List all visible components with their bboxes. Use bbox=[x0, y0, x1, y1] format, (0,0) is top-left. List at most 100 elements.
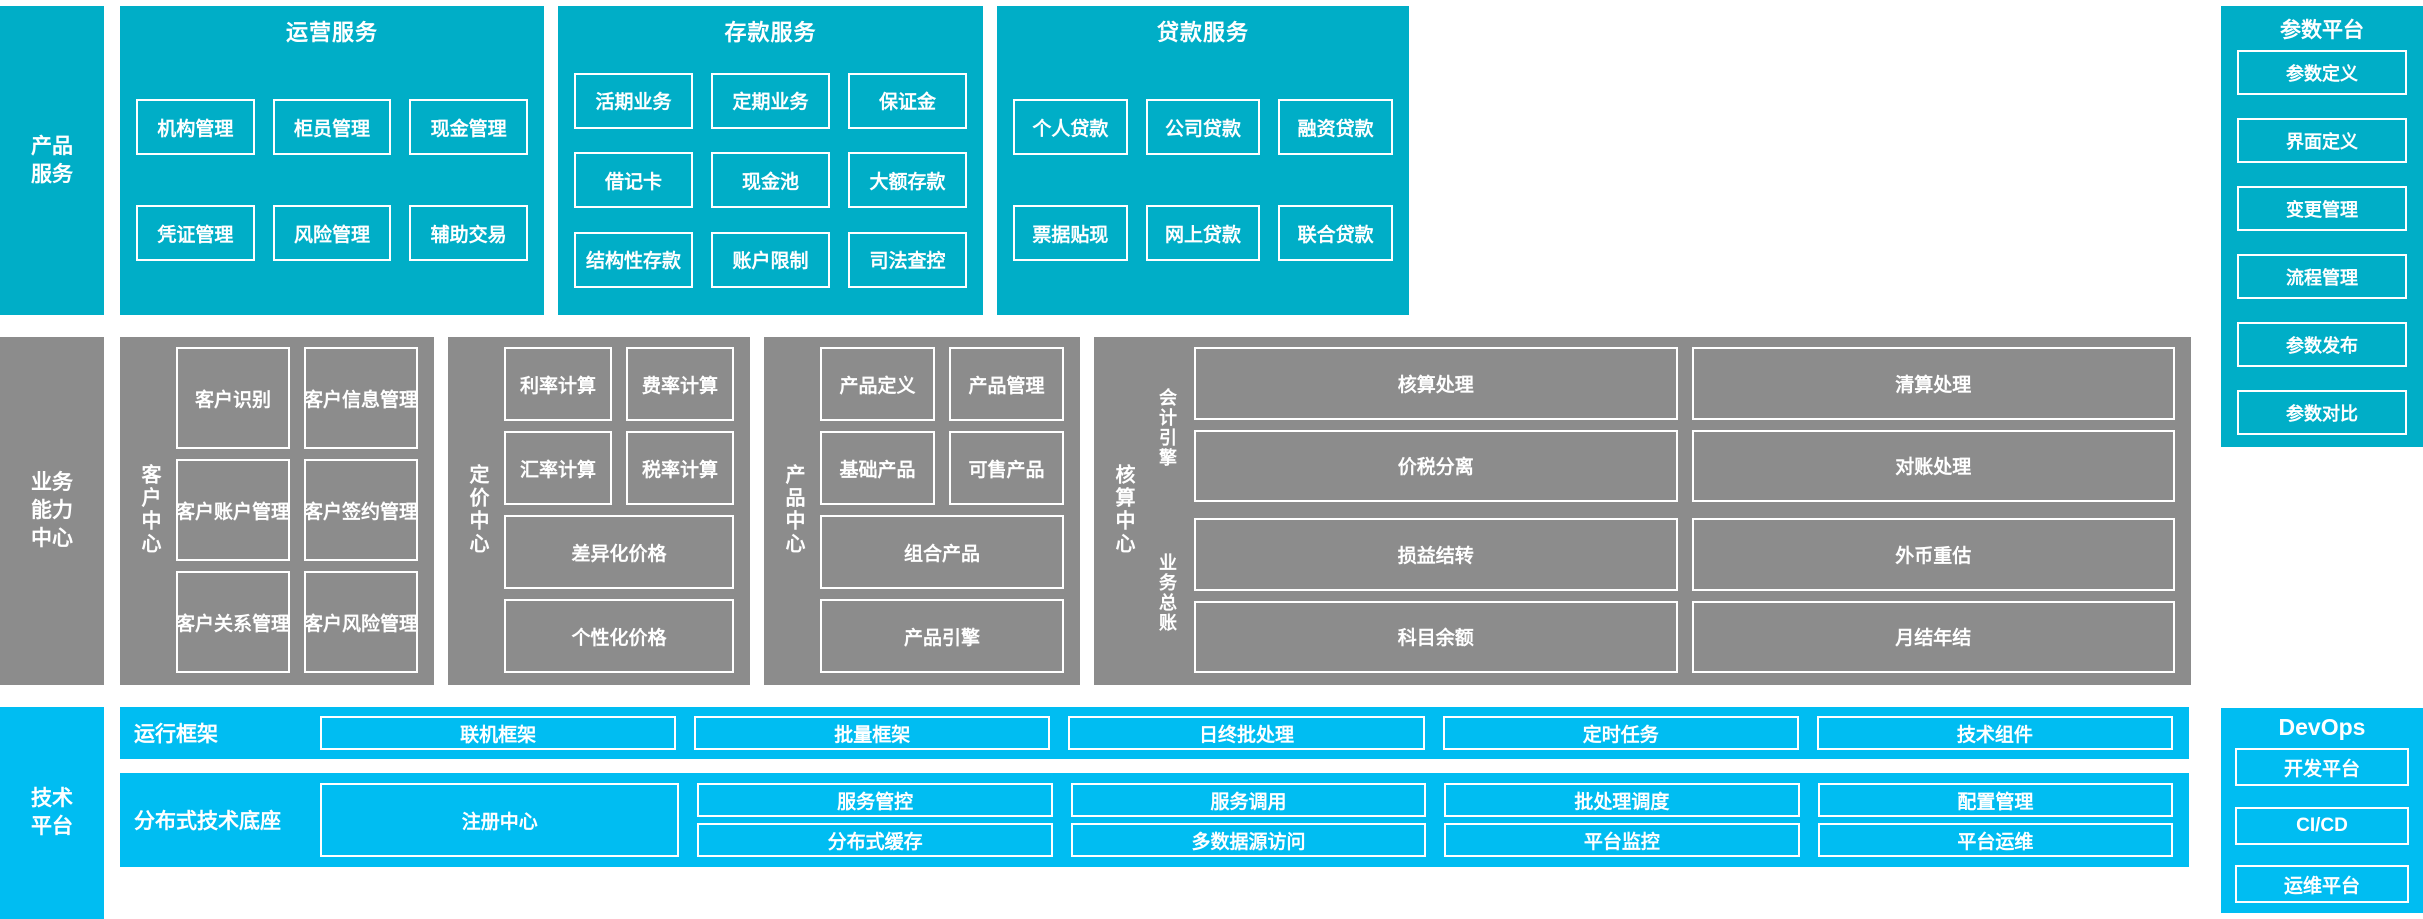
center-cell-basic-product[interactable]: 基础产品 bbox=[820, 431, 935, 505]
center-cell-exchange-rate-calculation[interactable]: 汇率计算 bbox=[504, 431, 612, 505]
center-cell-product-definition[interactable]: 产品定义 bbox=[820, 347, 935, 421]
service-cell-demand-business[interactable]: 活期业务 bbox=[574, 72, 693, 129]
center-cell-interest-rate-calculation[interactable]: 利率计算 bbox=[504, 347, 612, 421]
center-cell-accounting-processing[interactable]: 核算处理 bbox=[1194, 347, 1678, 420]
service-cell-online-loan[interactable]: 网上贷款 bbox=[1145, 205, 1261, 261]
rail-cell-parameter-comparison[interactable]: 参数对比 bbox=[2237, 390, 2407, 435]
rail-cell-development-platform[interactable]: 开发平台 bbox=[2235, 748, 2409, 786]
right-rail-spacer-top bbox=[1423, 6, 1641, 315]
center-cell-foreign-currency-revaluation[interactable]: 外币重估 bbox=[1691, 518, 2175, 591]
service-cell-cash-management[interactable]: 现金管理 bbox=[409, 99, 529, 155]
rail-cell-interface-definition[interactable]: 界面定义 bbox=[2237, 118, 2407, 163]
center-row: 客户账户管理 客户签约管理 bbox=[176, 459, 418, 561]
center-row: 汇率计算 税率计算 bbox=[504, 431, 734, 505]
center-cell-account-balance[interactable]: 科目余额 bbox=[1194, 600, 1678, 673]
tech-cell-service-invocation[interactable]: 服务调用 bbox=[1070, 783, 1427, 817]
accounting-engine-rows: 核算处理 清算处理 价税分离 对账处理 bbox=[1194, 347, 2175, 502]
service-cell-structured-deposit[interactable]: 结构性存款 bbox=[574, 231, 693, 288]
group-title-deposit-service: 存款服务 bbox=[724, 20, 817, 45]
band-business-capability-center: 业务 能力 中心 客户中心 客户识别 客户信息管理 客户账户管理 客户签约管理 … bbox=[0, 337, 2423, 685]
service-cell-teller-management[interactable]: 柜员管理 bbox=[272, 99, 392, 155]
service-cell-org-management[interactable]: 机构管理 bbox=[136, 99, 255, 155]
center-pricing: 定价中心 利率计算 费率计算 汇率计算 税率计算 差异化价格 个性化价格 bbox=[448, 337, 750, 685]
service-cell-debit-card[interactable]: 借记卡 bbox=[574, 152, 693, 208]
operation-service-rows: 机构管理 柜员管理 现金管理 凭证管理 风险管理 辅助交易 bbox=[136, 59, 529, 301]
service-cell-account-restriction[interactable]: 账户限制 bbox=[711, 231, 830, 288]
tech-cell-registry-center[interactable]: 注册中心 bbox=[320, 783, 680, 857]
center-cell-product-management[interactable]: 产品管理 bbox=[949, 347, 1064, 421]
tech-cell-technical-component[interactable]: 技术组件 bbox=[1816, 716, 2174, 750]
center-cell-customer-relationship-management[interactable]: 客户关系管理 bbox=[176, 571, 290, 673]
center-label-accounting: 核算中心 bbox=[1112, 464, 1134, 556]
rail-cell-ops-platform[interactable]: 运维平台 bbox=[2235, 865, 2409, 903]
service-cell-cash-pool[interactable]: 现金池 bbox=[711, 152, 830, 208]
center-label-pricing: 定价中心 bbox=[466, 464, 488, 556]
deposit-service-rows: 活期业务 定期业务 保证金 借记卡 现金池 大额存款 结构性存款 账户限制 司法… bbox=[574, 59, 967, 301]
business-ledger-rows: 损益结转 外币重估 科目余额 月结年结 bbox=[1194, 518, 2175, 673]
center-cell-customer-account-management[interactable]: 客户账户管理 bbox=[176, 459, 290, 561]
tech-cell-service-governance[interactable]: 服务管控 bbox=[697, 783, 1053, 817]
service-cell-risk-management[interactable]: 风险管理 bbox=[272, 205, 392, 261]
tech-cell-batch-framework[interactable]: 批量框架 bbox=[694, 716, 1051, 750]
service-cell-time-business[interactable]: 定期业务 bbox=[711, 72, 830, 129]
sublabel-accounting-engine: 会计引擎 bbox=[1157, 387, 1177, 468]
tech-label-distributed-foundation: 分布式技术底座 bbox=[134, 810, 281, 833]
center-row: 科目余额 月结年结 bbox=[1194, 600, 2175, 673]
service-cell-corporate-loan[interactable]: 公司贷款 bbox=[1145, 99, 1261, 155]
service-cell-bill-discount[interactable]: 票据贴现 bbox=[1013, 205, 1128, 261]
center-cell-customer-identification[interactable]: 客户识别 bbox=[176, 347, 290, 449]
rail-cell-process-management[interactable]: 流程管理 bbox=[2237, 254, 2407, 299]
rail-cell-change-management[interactable]: 变更管理 bbox=[2237, 186, 2407, 231]
service-cell-personal-loan[interactable]: 个人贷款 bbox=[1013, 99, 1128, 155]
center-cell-customer-contract-management[interactable]: 客户签约管理 bbox=[304, 459, 418, 561]
center-cell-composite-product[interactable]: 组合产品 bbox=[820, 515, 1064, 589]
service-cell-auxiliary-transaction[interactable]: 辅助交易 bbox=[409, 205, 529, 261]
band-product-service: 产品 服务 运营服务 机构管理 柜员管理 现金管理 凭证管理 风险管理 辅助交易 bbox=[0, 6, 2423, 315]
tech-cell-multi-datasource-access[interactable]: 多数据源访问 bbox=[1070, 823, 1427, 857]
tech-cell-online-framework[interactable]: 联机框架 bbox=[320, 716, 677, 750]
rail-cell-ci-cd[interactable]: CI/CD bbox=[2235, 806, 2409, 845]
rail-title-parameter-platform: 参数平台 bbox=[2280, 19, 2364, 42]
tech-cell-platform-operations[interactable]: 平台运维 bbox=[1817, 823, 2174, 857]
group-operation-service: 运营服务 机构管理 柜员管理 现金管理 凭证管理 风险管理 辅助交易 bbox=[120, 6, 544, 315]
tech-cell-eod-batch-processing[interactable]: 日终批处理 bbox=[1068, 716, 1425, 750]
service-cell-margin-deposit[interactable]: 保证金 bbox=[848, 72, 967, 129]
product-center-grid: 产品定义 产品管理 基础产品 可售产品 组合产品 产品引擎 bbox=[820, 347, 1064, 673]
pricing-center-grid: 利率计算 费率计算 汇率计算 税率计算 差异化价格 个性化价格 bbox=[504, 347, 734, 673]
loan-service-rows: 个人贷款 公司贷款 融资贷款 票据贴现 网上贷款 联合贷款 bbox=[1013, 59, 1394, 301]
center-row: 核算处理 清算处理 bbox=[1194, 347, 2175, 420]
center-cell-tax-rate-calculation[interactable]: 税率计算 bbox=[626, 431, 734, 505]
tech-cell-scheduled-task[interactable]: 定时任务 bbox=[1442, 716, 1799, 750]
center-cell-settlement-processing[interactable]: 清算处理 bbox=[1691, 347, 2175, 420]
center-cell-differentiated-price[interactable]: 差异化价格 bbox=[504, 515, 734, 589]
tech-cell-distributed-cache[interactable]: 分布式缓存 bbox=[697, 823, 1053, 857]
tech-cell-configuration-management[interactable]: 配置管理 bbox=[1817, 783, 2174, 817]
tech-cell-platform-monitoring[interactable]: 平台监控 bbox=[1444, 823, 1800, 857]
service-cell-financing-loan[interactable]: 融资贷款 bbox=[1278, 99, 1394, 155]
center-cell-fee-rate-calculation[interactable]: 费率计算 bbox=[626, 347, 734, 421]
center-cell-month-year-end-closing[interactable]: 月结年结 bbox=[1691, 600, 2175, 673]
center-cell-sellable-product[interactable]: 可售产品 bbox=[949, 431, 1064, 505]
runtime-framework-cells: 联机框架 批量框架 日终批处理 定时任务 技术组件 bbox=[320, 716, 2174, 750]
center-cell-price-tax-separation[interactable]: 价税分离 bbox=[1194, 429, 1678, 502]
center-customer: 客户中心 客户识别 客户信息管理 客户账户管理 客户签约管理 客户关系管理 客户… bbox=[120, 337, 434, 685]
product-service-groups: 运营服务 机构管理 柜员管理 现金管理 凭证管理 风险管理 辅助交易 存 bbox=[120, 6, 2423, 315]
service-cell-voucher-management[interactable]: 凭证管理 bbox=[136, 205, 255, 261]
tech-row-distributed-foundation: 分布式技术底座 注册中心 服务管控 分布式缓存 服务调用 多数据源访问 批处理调… bbox=[120, 773, 2189, 867]
tech-cell-batch-scheduling[interactable]: 批处理调度 bbox=[1444, 783, 1800, 817]
center-cell-product-engine[interactable]: 产品引擎 bbox=[820, 599, 1064, 673]
center-cell-customer-info-management[interactable]: 客户信息管理 bbox=[304, 347, 418, 449]
center-cell-profit-loss-carryover[interactable]: 损益结转 bbox=[1194, 518, 1678, 591]
rail-cell-parameter-definition[interactable]: 参数定义 bbox=[2237, 50, 2407, 95]
center-row: 个性化价格 bbox=[504, 599, 734, 673]
service-cell-joint-loan[interactable]: 联合贷款 bbox=[1278, 205, 1394, 261]
band-label-product-service: 产品 服务 bbox=[0, 6, 104, 315]
service-cell-large-deposit[interactable]: 大额存款 bbox=[848, 152, 967, 208]
tech-stack-1: 服务管控 分布式缓存 bbox=[697, 783, 1053, 857]
center-cell-customer-risk-management[interactable]: 客户风险管理 bbox=[304, 571, 418, 673]
rail-cell-parameter-publish[interactable]: 参数发布 bbox=[2237, 322, 2407, 367]
center-cell-reconciliation-processing[interactable]: 对账处理 bbox=[1691, 429, 2175, 502]
technology-platform-rows: 运行框架 联机框架 批量框架 日终批处理 定时任务 技术组件 分布式技术底座 注… bbox=[120, 707, 2423, 919]
center-cell-personalized-price[interactable]: 个性化价格 bbox=[504, 599, 734, 673]
service-cell-judicial-control[interactable]: 司法查控 bbox=[848, 231, 967, 288]
